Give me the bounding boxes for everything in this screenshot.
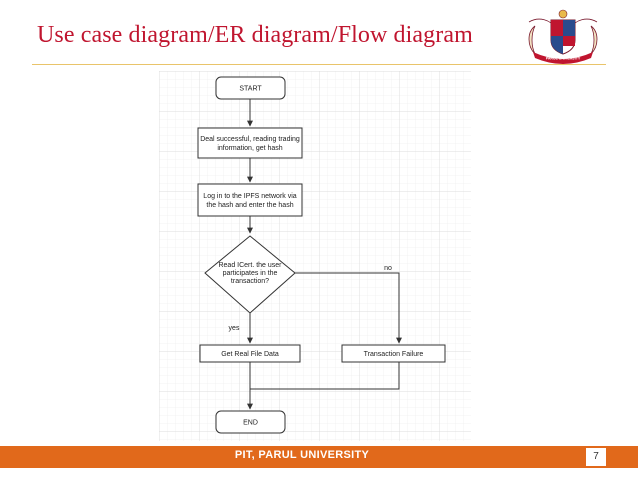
title-divider	[32, 64, 606, 65]
logo-banner-text: PARUL UNIVERSITY	[546, 57, 581, 61]
branch-label-no: no	[384, 265, 392, 272]
process-step-deal	[197, 127, 303, 159]
success-label: Get Real File Data	[221, 351, 279, 358]
decision-label-line3: transaction?	[231, 278, 269, 285]
footer-university-name: PIT, PARUL UNIVERSITY	[234, 449, 370, 461]
start-label: START	[239, 86, 262, 93]
login-label-line2: the hash and enter the hash	[206, 202, 293, 209]
deal-label-line1: Deal successful, reading trading	[200, 136, 300, 143]
connector-failure-merge	[250, 362, 400, 390]
end-node	[215, 410, 286, 434]
decision-node	[204, 235, 296, 314]
flowchart-diagram: START Deal successful, reading trading i…	[159, 71, 471, 441]
slide-title: Use case diagram/ER diagram/Flow diagram	[37, 22, 473, 48]
decision-label-line1: Read ICert. the user	[218, 262, 282, 269]
success-node	[199, 344, 301, 363]
process-step-login	[197, 183, 303, 217]
login-label-line1: Log in to the IPFS network via	[203, 193, 296, 200]
branch-label-yes: yes	[229, 325, 240, 332]
university-crest-icon: PARUL UNIVERSITY	[528, 9, 598, 64]
end-label: END	[243, 420, 258, 427]
footer-bar	[0, 446, 638, 468]
failure-node	[341, 344, 446, 363]
failure-label: Transaction Failure	[364, 351, 424, 358]
connector-decision-failure	[295, 272, 402, 344]
page-number: 7	[586, 448, 606, 466]
grid-background	[159, 71, 471, 441]
deal-label-line2: information, get hash	[217, 145, 282, 152]
start-node	[215, 76, 286, 100]
decision-label-line2: participates in the	[223, 270, 278, 277]
